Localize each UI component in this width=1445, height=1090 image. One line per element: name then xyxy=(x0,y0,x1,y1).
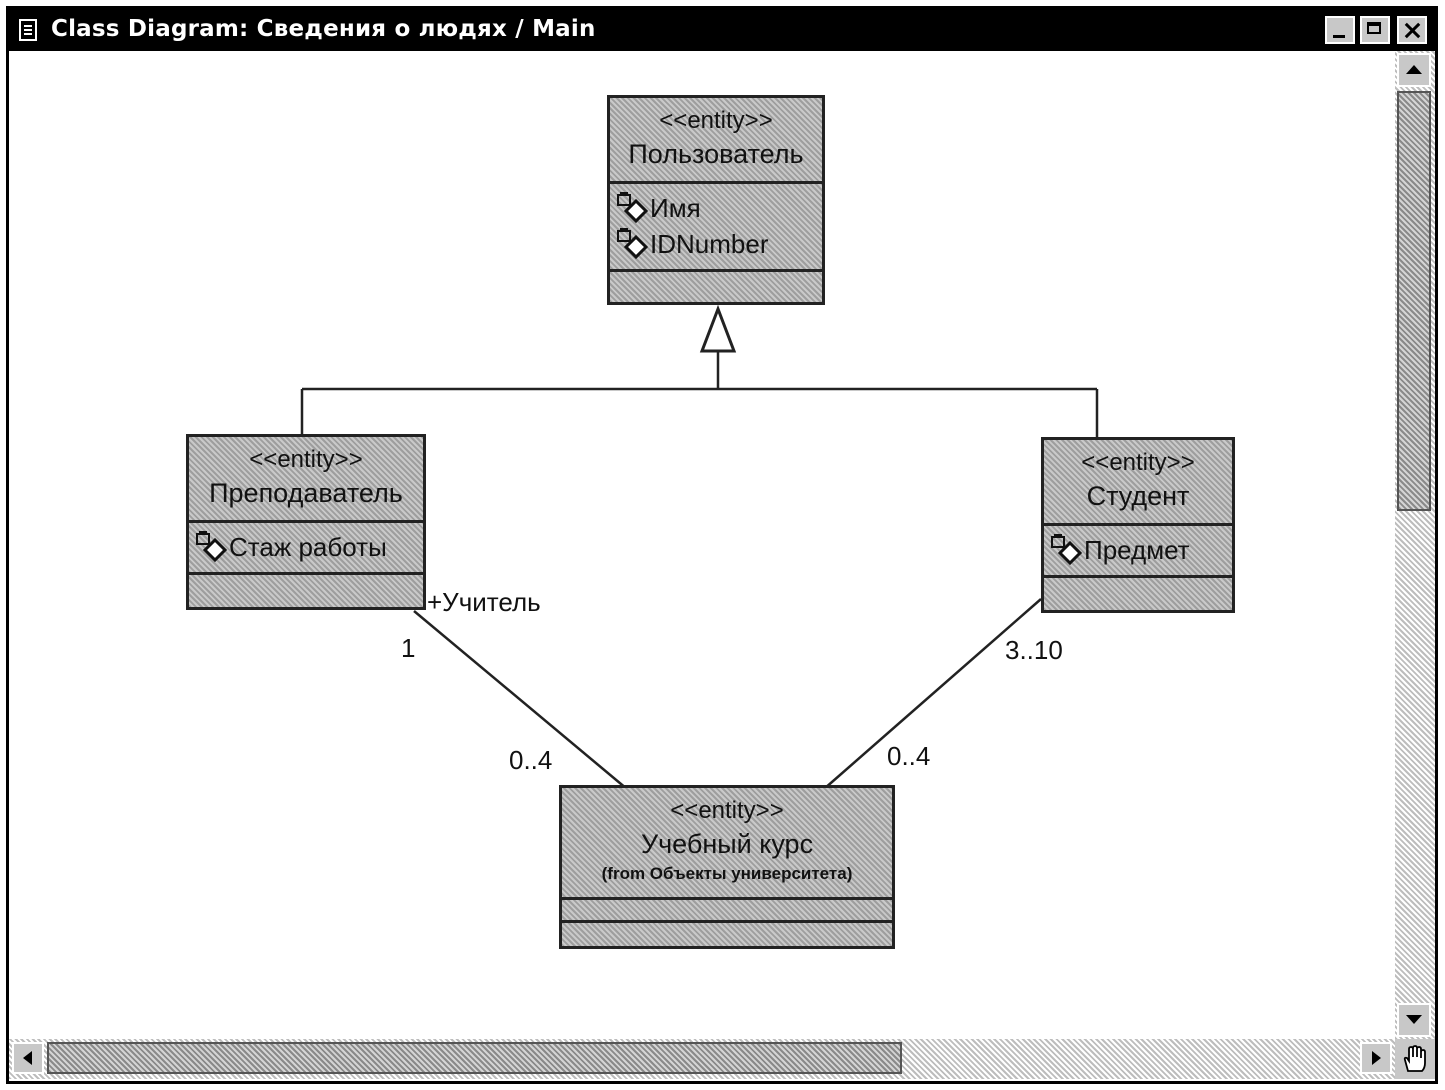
class-course[interactable]: <<entity>> Учебный курс (from Объекты ун… xyxy=(559,785,895,949)
class-course-header: <<entity>> Учебный курс (from Объекты ун… xyxy=(562,788,892,900)
attribute-label: Стаж работы xyxy=(229,531,387,562)
vertical-scrollbar[interactable] xyxy=(1395,51,1435,1039)
multiplicity-course-teacher[interactable]: 0..4 xyxy=(509,745,553,775)
class-user[interactable]: <<entity>> Пользователь Имя xyxy=(607,95,825,305)
vertical-scroll-thumb[interactable] xyxy=(1397,91,1431,511)
multiplicity-student[interactable]: 3..10 xyxy=(1005,635,1063,665)
horizontal-scrollbar[interactable] xyxy=(9,1039,1395,1079)
locked-attribute-icon xyxy=(617,228,649,260)
class-user-attributes: Имя IDNumber xyxy=(610,184,822,272)
class-user-header: <<entity>> Пользователь xyxy=(610,98,822,184)
multiplicity-teacher[interactable]: 1 xyxy=(401,633,416,663)
class-student-operations xyxy=(1044,578,1232,606)
class-teacher[interactable]: <<entity>> Преподаватель Стаж работы xyxy=(186,434,426,610)
attribute-row[interactable]: Предмет xyxy=(1050,532,1232,568)
locked-attribute-icon xyxy=(617,192,649,224)
scroll-right-button[interactable] xyxy=(1360,1042,1392,1074)
class-student-header: <<entity>> Студент xyxy=(1044,440,1232,526)
document-icon xyxy=(19,19,37,41)
attribute-label: IDNumber xyxy=(650,228,769,259)
class-teacher-operations xyxy=(189,575,423,603)
class-teacher-header: <<entity>> Преподаватель xyxy=(189,437,423,523)
class-student-stereotype: <<entity>> xyxy=(1081,449,1195,476)
scroll-up-button[interactable] xyxy=(1397,53,1431,87)
attribute-label: Предмет xyxy=(1084,534,1190,565)
generalization-arrowhead xyxy=(699,304,737,353)
class-user-name: Пользователь xyxy=(628,139,804,169)
class-course-name: Учебный курс xyxy=(640,829,814,859)
scroll-down-button[interactable] xyxy=(1397,1003,1431,1037)
attribute-row[interactable]: Имя xyxy=(616,190,822,226)
class-teacher-attributes: Стаж работы xyxy=(189,523,423,575)
horizontal-scroll-thumb[interactable] xyxy=(47,1042,902,1074)
locked-attribute-icon xyxy=(196,531,228,563)
close-button[interactable] xyxy=(1397,16,1427,44)
locked-attribute-icon xyxy=(1051,534,1083,566)
minimize-button[interactable] xyxy=(1325,16,1355,44)
window-title: Class Diagram: Сведения о людях / Main xyxy=(51,16,596,42)
hand-icon xyxy=(1403,1045,1426,1072)
class-user-operations xyxy=(610,272,822,300)
attribute-label: Имя xyxy=(650,192,701,223)
attribute-row[interactable]: Стаж работы xyxy=(195,529,423,565)
class-student-name: Студент xyxy=(1086,481,1190,511)
class-course-stereotype: <<entity>> xyxy=(670,797,784,824)
class-teacher-name: Преподаватель xyxy=(209,478,403,508)
maximize-button[interactable] xyxy=(1360,16,1390,44)
association-student-course[interactable] xyxy=(823,598,1042,790)
class-student[interactable]: <<entity>> Студент Предмет xyxy=(1041,437,1235,613)
resize-corner[interactable] xyxy=(1395,1039,1435,1079)
class-course-operations xyxy=(562,920,892,946)
class-course-attributes xyxy=(562,900,892,920)
class-user-stereotype: <<entity>> xyxy=(659,107,773,134)
title-bar[interactable]: Class Diagram: Сведения о людях / Main xyxy=(9,9,1435,51)
role-label-teacher[interactable]: +Учитель xyxy=(427,587,541,617)
class-diagram-window: Class Diagram: Сведения о людях / Main <… xyxy=(6,6,1438,1084)
diagram-links xyxy=(300,304,1099,790)
association-teacher-course[interactable] xyxy=(413,610,628,790)
attribute-row[interactable]: IDNumber xyxy=(616,226,822,262)
class-student-attributes: Предмет xyxy=(1044,526,1232,578)
scroll-left-button[interactable] xyxy=(12,1042,44,1074)
multiplicity-course-student[interactable]: 0..4 xyxy=(887,741,931,771)
diagram-canvas[interactable]: <<entity>> Пользователь Имя xyxy=(9,51,1395,1039)
class-teacher-stereotype: <<entity>> xyxy=(249,446,363,473)
class-course-package: (from Объекты университета) xyxy=(601,864,853,883)
